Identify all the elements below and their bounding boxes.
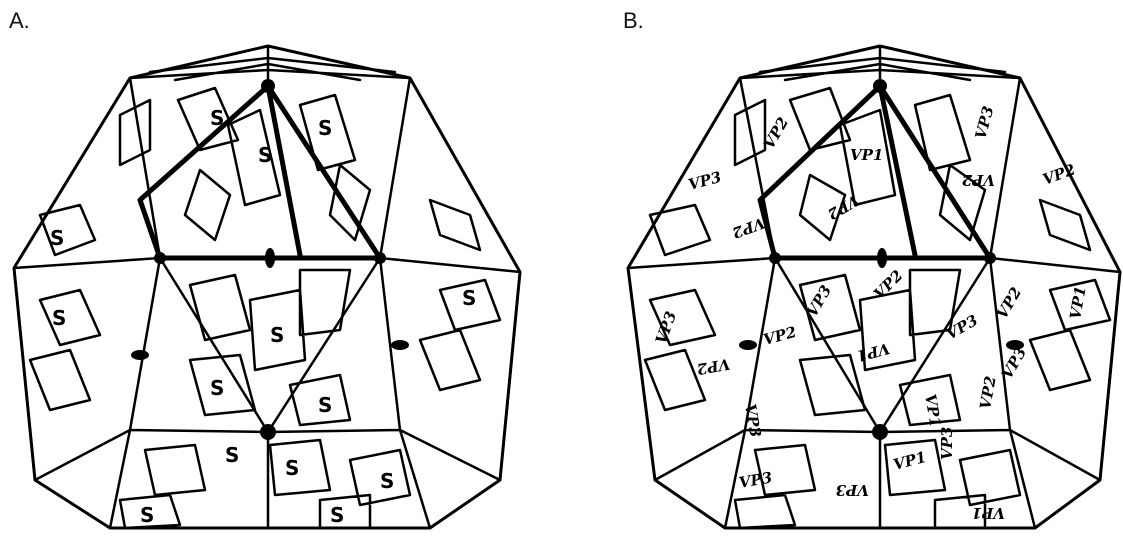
fivefold-vertex-b-top	[873, 79, 887, 93]
vp1-label: VP1	[850, 146, 883, 164]
subunit-s: S	[330, 503, 344, 527]
twofold-marker-b-center	[877, 248, 887, 268]
subunit-s: S	[210, 106, 224, 130]
vp3-label: VP3	[938, 427, 956, 460]
subunit-s: S	[52, 306, 66, 330]
subunit-s: S	[380, 469, 394, 493]
subunit-s: S	[285, 456, 299, 480]
threefold-vertex-b-right	[984, 252, 996, 264]
subunit-s: S	[50, 226, 64, 250]
subunit-s: S	[270, 323, 284, 347]
fivefold-vertex-b-bottom	[872, 424, 888, 440]
capsid-diagram-a: S S S S S S S S S S S S S S	[14, 46, 520, 528]
capsid-diagram-b: VP1 VP2 VP3 VP3 VP2 VP2 VP2 VP2 VP2 VP3 …	[628, 46, 1120, 528]
twofold-marker-b-left	[739, 340, 757, 350]
fivefold-vertex-a-bottom	[260, 424, 276, 440]
subunit-s: S	[462, 286, 476, 310]
threefold-vertex-a-right	[374, 252, 386, 264]
subunit-s: S	[318, 393, 332, 417]
subunit-s: S	[140, 503, 154, 527]
subunit-s: S	[258, 143, 272, 167]
twofold-marker-a-right	[391, 340, 409, 350]
subunit-s: S	[225, 443, 239, 467]
fivefold-vertex-a-top	[261, 79, 275, 93]
vp2-label: VP2	[962, 171, 995, 189]
vp1-label: VP1	[972, 504, 1005, 522]
twofold-marker-a-left	[131, 350, 149, 360]
subunit-s: S	[210, 376, 224, 400]
vp3-label: VP3	[836, 481, 869, 499]
subunit-s: S	[318, 116, 332, 140]
threefold-vertex-a-left	[154, 252, 166, 264]
threefold-vertex-b-left	[769, 252, 781, 264]
twofold-marker-a-center	[265, 248, 275, 268]
